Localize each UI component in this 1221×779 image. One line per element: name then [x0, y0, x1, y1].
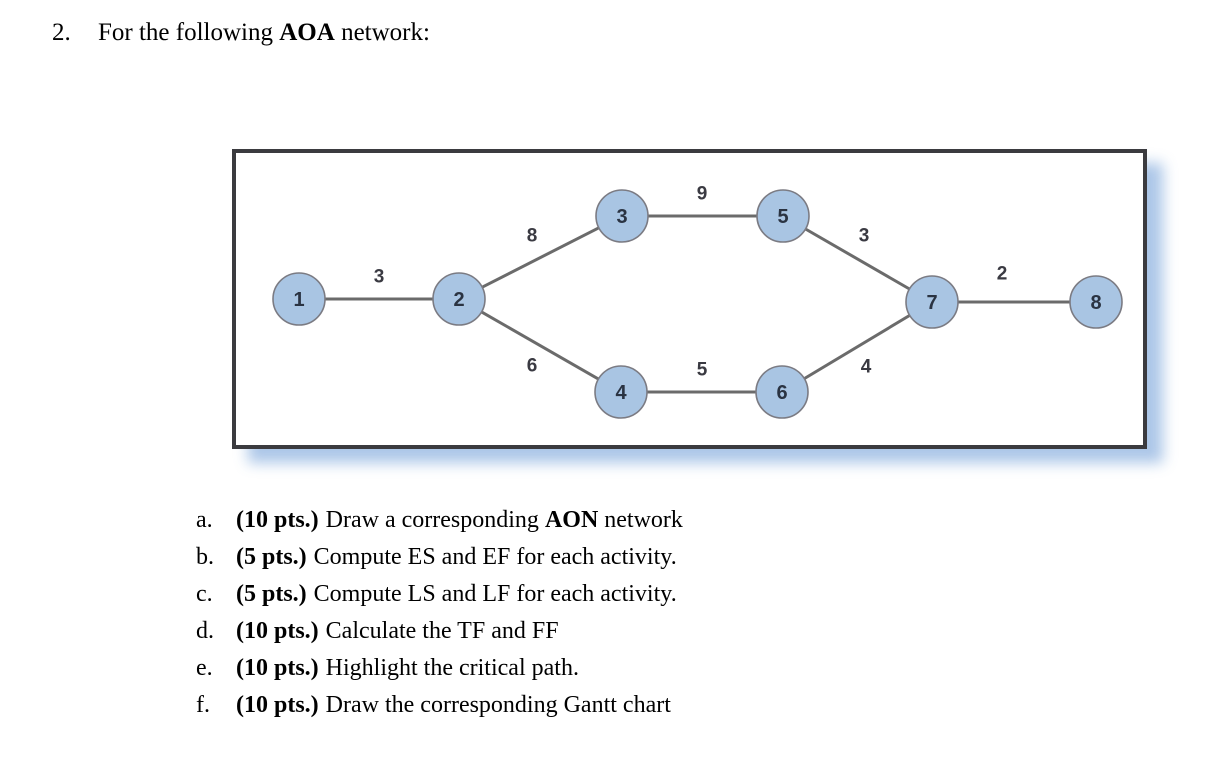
node-circle-6 [755, 365, 809, 419]
subpart-text-before: Calculate the TF and FF [325, 618, 559, 644]
question-prompt-after: network: [334, 19, 430, 46]
subpart-row: c. (5 pts.)Compute LS and LF for each act… [196, 576, 683, 613]
node-label-5: 5 [777, 206, 788, 228]
subpart-text-before: Highlight the critical path. [325, 655, 579, 681]
node-label-3: 3 [616, 206, 627, 228]
subpart-text: Draw a corresponding AON network [326, 502, 683, 539]
node-8: 8 [1069, 275, 1123, 329]
subpart-text-after: network [598, 507, 683, 533]
node-circle-8 [1069, 275, 1123, 329]
subpart-marker: d. [196, 618, 214, 644]
node-circle-4 [594, 365, 648, 419]
aoa-network-figure: 3 8 6 9 5 3 4 2 1 2 3 4 5 6 7 8 [232, 149, 1163, 463]
subpart-text-before: Draw a corresponding [325, 507, 545, 533]
node-label-2: 2 [453, 289, 464, 311]
subpart-points: (10 pts.) [236, 618, 319, 644]
subpart-marker: f. [196, 692, 210, 718]
edge-label-6-7: 4 [861, 357, 872, 378]
subpart-row: a.(10 pts.)Draw a corresponding AON netw… [196, 502, 683, 539]
subpart-points: (10 pts.) [236, 655, 319, 681]
nodes-layer: 1 2 3 4 5 6 7 8 [272, 189, 1123, 419]
edges-layer [325, 214, 1070, 394]
subpart-text: Compute LS and LF for each activity. [314, 576, 677, 613]
edge-5-7 [804, 227, 911, 291]
edge-label-7-8: 2 [997, 264, 1008, 285]
subpart-marker: a. [196, 507, 213, 533]
network-graph: 3 8 6 9 5 3 4 2 1 2 3 4 5 6 7 8 [272, 184, 1123, 419]
question-number: 2. [52, 19, 71, 46]
edge-labels-layer: 3 8 6 9 5 3 4 2 [374, 184, 1008, 381]
edge-2-4 [480, 310, 600, 381]
subpart-row: e. (10 pts.)Highlight the critical path. [196, 650, 683, 687]
subpart-row: f. (10 pts.)Draw the corresponding Gantt … [196, 687, 683, 724]
node-circle-5 [756, 189, 810, 243]
node-4: 4 [594, 365, 648, 419]
edge-2-3 [481, 226, 600, 289]
subpart-points: (5 pts.) [236, 581, 307, 607]
node-label-6: 6 [776, 382, 787, 404]
subpart-marker: c. [196, 581, 213, 607]
node-circle-7 [905, 275, 959, 329]
question-prompt-before: For the following [98, 19, 280, 46]
edge-label-2-4: 6 [527, 356, 538, 377]
node-label-7: 7 [926, 292, 937, 314]
node-label-4: 4 [615, 382, 627, 404]
subpart-text: Draw the corresponding Gantt chart [326, 687, 671, 724]
subpart-row: d. (10 pts.)Calculate the TF and FF [196, 613, 683, 650]
subpart-text-before: Compute ES and EF for each activity. [313, 544, 677, 570]
figure-frame: 3 8 6 9 5 3 4 2 1 2 3 4 5 6 7 8 [232, 149, 1147, 449]
node-5: 5 [756, 189, 810, 243]
edge-label-2-3: 8 [527, 226, 538, 247]
node-3: 3 [595, 189, 649, 243]
node-label-8: 8 [1090, 292, 1101, 314]
subpart-text-keyword: AON [544, 507, 599, 533]
edge-label-3-5: 9 [697, 184, 708, 205]
question-prompt-keyword: AOA [279, 19, 335, 46]
edge-label-4-6: 5 [697, 360, 708, 381]
question-prompt: For the following AOA network: [98, 18, 430, 48]
subpart-points: (10 pts.) [236, 692, 319, 718]
node-6: 6 [755, 365, 809, 419]
edge-label-1-2: 3 [374, 267, 385, 288]
node-circle-2 [432, 272, 486, 326]
node-label-1: 1 [293, 289, 304, 311]
question-stem: 2. For the following AOA network: [52, 18, 430, 48]
subparts-list: a.(10 pts.)Draw a corresponding AON netw… [196, 502, 683, 724]
subpart-row: b. (5 pts.)Compute ES and EF for each act… [196, 539, 683, 576]
subpart-text: Calculate the TF and FF [326, 613, 559, 650]
node-circle-1 [272, 272, 326, 326]
subpart-text: Highlight the critical path. [326, 650, 579, 687]
node-circle-3 [595, 189, 649, 243]
subpart-text-before: Compute LS and LF for each activity. [313, 581, 677, 607]
subpart-points: (10 pts.) [236, 507, 319, 533]
node-1: 1 [272, 272, 326, 326]
node-2: 2 [432, 272, 486, 326]
subpart-text-before: Draw the corresponding Gantt chart [325, 692, 671, 718]
edge-label-5-7: 3 [859, 226, 870, 247]
subpart-text: Compute ES and EF for each activity. [314, 539, 677, 576]
node-7: 7 [905, 275, 959, 329]
edge-6-7 [803, 314, 911, 380]
subpart-marker: b. [196, 544, 214, 570]
subpart-points: (5 pts.) [236, 544, 307, 570]
subpart-marker: e. [196, 655, 213, 681]
